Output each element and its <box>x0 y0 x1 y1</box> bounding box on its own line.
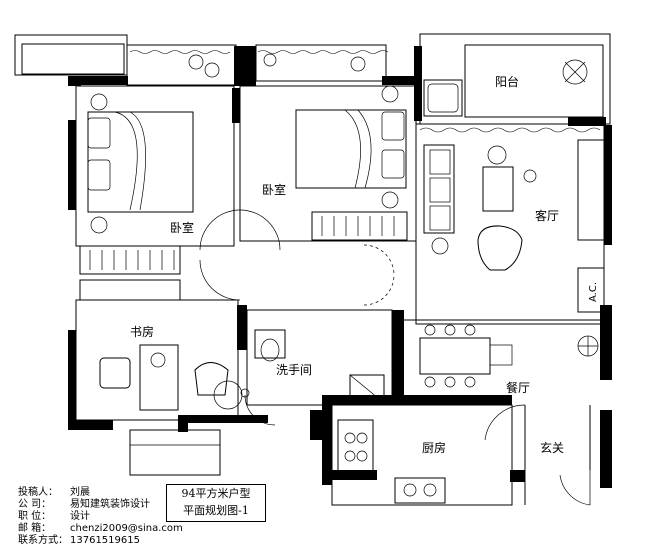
email-value: chenzi2009@sina.com <box>70 523 183 534</box>
room-label-study: 书房 <box>130 324 154 339</box>
room-label-bedroom-right: 卧室 <box>262 182 286 197</box>
company-key: 公 司： <box>18 499 52 510</box>
email-row: 邮 箱： chenzi2009@sina.com <box>18 523 183 535</box>
plan-lines <box>14 33 611 506</box>
submitter-value: 刘晨 <box>70 487 90 498</box>
plan-title-box: 94平方米户型 平面规划图-1 <box>166 484 266 522</box>
room-label-entrance: 玄关 <box>540 440 564 455</box>
role-key: 职 位： <box>18 511 52 522</box>
room-label-bathroom: 洗手间 <box>276 363 312 377</box>
role-row: 职 位： 设计 <box>18 511 183 523</box>
phone-key: 联系方式： <box>18 535 68 546</box>
submitter-key: 投稿人： <box>18 487 58 498</box>
plan-title-line1: 94平方米户型 <box>181 487 251 500</box>
company-value: 易知建筑装饰设计 <box>70 499 150 510</box>
ac-label: A.C. <box>588 282 599 302</box>
room-labels: 阳台 卧室 卧室 客厅 书房 洗手间 餐厅 厨房 玄关 A.C. <box>130 74 599 455</box>
email-key: 邮 箱： <box>18 523 52 534</box>
author-info: 投稿人： 刘晨 公 司： 易知建筑装饰设计 职 位： 设计 邮 箱： chenzi200… <box>18 487 183 547</box>
submitter-row: 投稿人： 刘晨 <box>18 487 183 499</box>
phone-row: 联系方式：13761519615 <box>18 535 183 547</box>
room-label-kitchen: 厨房 <box>422 440 446 455</box>
phone-value: 13761519615 <box>70 535 140 546</box>
room-label-dining: 餐厅 <box>506 380 530 395</box>
plan-title-line2: 平面规划图-1 <box>183 504 249 517</box>
room-label-living-room: 客厅 <box>535 208 559 223</box>
room-label-bedroom-left: 卧室 <box>170 220 194 235</box>
room-label-balcony: 阳台 <box>495 74 519 89</box>
company-row: 公 司： 易知建筑装饰设计 <box>18 499 183 511</box>
role-value: 设计 <box>70 511 90 522</box>
